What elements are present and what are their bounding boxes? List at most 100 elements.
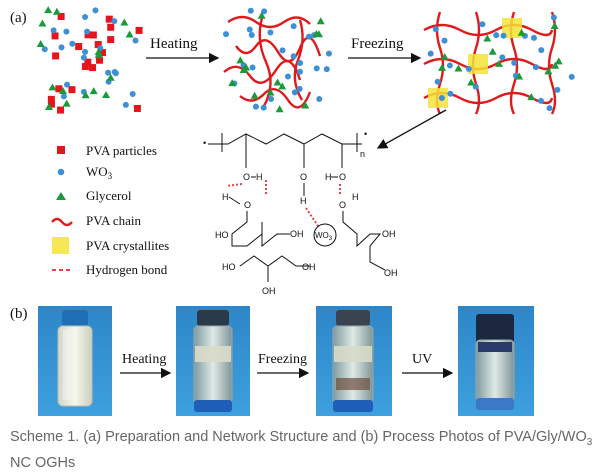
wo3-dot [63, 28, 70, 35]
freezing-label-a: Freezing [351, 36, 404, 52]
wo3-dot [427, 50, 434, 57]
wo3-dot [568, 73, 575, 80]
hbond-1 [225, 183, 243, 187]
glycerol-triangle [62, 99, 71, 107]
wo3-dot [447, 90, 454, 97]
oh-o-3: O [339, 172, 346, 182]
pva-particle [96, 56, 104, 64]
hbond-3 [305, 207, 319, 227]
pva-particle [81, 63, 89, 71]
glycerol-triangle [454, 64, 463, 72]
wo3-dot [64, 81, 71, 88]
legend-wo3-sub: 3 [108, 171, 113, 181]
wo3-dot [550, 14, 557, 21]
oh-h-2: H [300, 196, 307, 206]
wo3-dot [80, 54, 87, 61]
oh-h-1: H [256, 172, 263, 182]
wo3-dot [267, 29, 274, 36]
wo3-dot [493, 32, 500, 39]
pva-chain [423, 57, 554, 71]
glycerol-triangle [488, 47, 497, 55]
wo3-dot [129, 91, 136, 98]
wo3-dot [122, 101, 129, 108]
uv-label: UV [412, 352, 432, 367]
wo3-dot [323, 66, 330, 73]
legend-hydrogen-bond-label: Hydrogen bond [86, 262, 168, 277]
stage-chains [223, 7, 332, 113]
wo3-dot [511, 59, 518, 66]
wo3-dot [296, 85, 303, 92]
wo3-dot [325, 50, 332, 57]
pva-chain [223, 59, 302, 84]
legend-pva-crystallites-swatch [52, 237, 69, 254]
wo3-dot [279, 47, 286, 54]
legend-glycerol-swatch [56, 192, 66, 200]
glycerol-triangle [89, 87, 98, 95]
wo3-dot [290, 53, 297, 60]
glycerol-triangle [483, 34, 492, 42]
glycerol-triangle [467, 78, 476, 86]
wo3-dot [479, 21, 486, 28]
glycerol-triangle [58, 87, 67, 95]
legend-pva-chain-label: PVA chain [86, 213, 142, 228]
heating-label-b: Heating [122, 352, 166, 367]
pva-chain [239, 88, 312, 109]
wo3-dot [532, 64, 539, 71]
glycerol-triangle [527, 93, 536, 101]
pva-particle [133, 104, 141, 112]
glycerol-chain-2 [342, 211, 386, 271]
wo3-circle-text: WO [315, 231, 329, 240]
panel-a-label: (a) [10, 10, 27, 26]
glycerol-triangle [228, 79, 237, 87]
caption-sub: 3 [586, 436, 593, 448]
glycerol-triangle [544, 67, 553, 75]
pva-particle [55, 85, 63, 93]
wo3-dot [69, 40, 76, 47]
pva-particle [84, 31, 92, 39]
pva-particle [89, 31, 97, 39]
legend-pva-chain-swatch [51, 217, 73, 227]
legend-pva-particles-swatch [57, 146, 65, 154]
glycerol-triangle [515, 72, 524, 80]
photo-vial-initial [38, 306, 112, 416]
glycerol-triangle [48, 83, 57, 91]
wo3-dot [92, 7, 99, 14]
wo3-dot [313, 65, 320, 72]
pva-crystallite [502, 18, 522, 38]
pva-particle [51, 32, 59, 40]
pva-crystallite [468, 54, 488, 74]
backbone-dot-right: • [364, 129, 367, 139]
glycerol-triangle [38, 19, 47, 27]
pva-chain [227, 15, 311, 29]
legend-pva-crystallites-label: PVA crystallites [86, 238, 169, 253]
wo3-dot [261, 8, 268, 15]
glycerol-triangle [266, 88, 275, 96]
photo-vial-uv [458, 306, 534, 416]
wo3-dot [297, 59, 304, 66]
panel-b-label: (b) [10, 306, 28, 322]
wo3-dot [246, 26, 253, 33]
pva-crystallite [428, 88, 448, 108]
glycerol-triangle [551, 61, 560, 69]
wo3-dot [432, 26, 439, 33]
zoom-arrow [376, 109, 447, 149]
pva-particle [89, 64, 97, 72]
legend-wo3-swatch [57, 168, 65, 176]
wo3-dot [248, 32, 255, 39]
wo3-dot [284, 73, 291, 80]
pva-particle [84, 58, 92, 66]
glycerol-oh-3: OH [384, 268, 398, 278]
glycerol-oh-1: OH [290, 229, 304, 239]
glycerol-triangle [275, 105, 284, 113]
legend-wo3-text: WO [86, 164, 108, 179]
wo3-dot [434, 78, 441, 85]
wo3-dot [260, 104, 267, 111]
glycerol-triangle [495, 59, 504, 67]
wo3-circle-label: WO3 [315, 231, 333, 242]
glycerol-triangle [315, 30, 324, 38]
wo3-dot [41, 46, 48, 53]
pva-particle [57, 13, 65, 21]
glycerol-triangle [438, 63, 447, 71]
glycerol-triangle [550, 21, 559, 29]
wo3-dot [537, 97, 544, 104]
